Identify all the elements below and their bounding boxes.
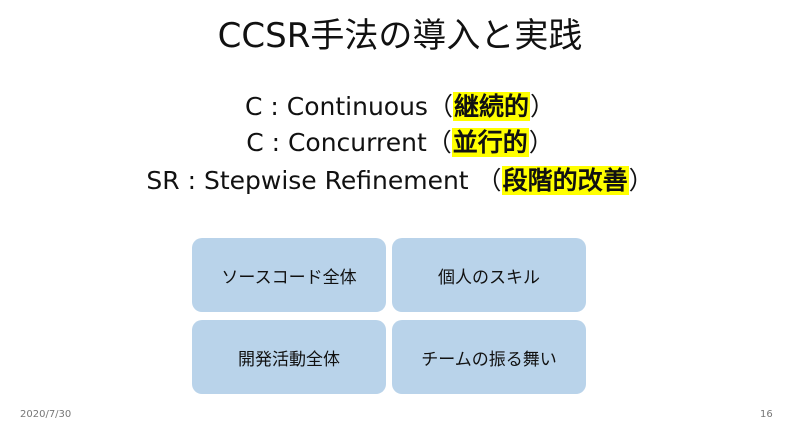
highlighted-meaning: 並行的	[451, 128, 529, 157]
page-number: 16	[760, 409, 773, 420]
highlighted-meaning: 段階的改善	[501, 166, 629, 195]
slide-title: CCSR手法の導入と実践	[217, 16, 583, 56]
definition-term: C : Continuous	[244, 92, 428, 121]
scope-box-source-code: ソースコード全体	[192, 238, 386, 312]
scope-box-development-activity: 開発活動全体	[192, 320, 386, 394]
open-paren: （	[427, 92, 453, 121]
close-paren: ）	[528, 128, 554, 157]
definition-term: C : Concurrent	[246, 128, 427, 157]
footer-date: 2020/7/30	[20, 409, 72, 420]
scope-box-individual-skill: 個人のスキル	[392, 238, 586, 312]
highlighted-meaning: 継続的	[452, 92, 530, 121]
definition-concurrent: C : Concurrent（並行的）	[0, 125, 800, 161]
close-paren: ）	[530, 92, 556, 121]
open-paren: （	[476, 166, 502, 195]
definition-continuous: C : Continuous（継続的）	[0, 89, 800, 125]
scope-box-team-behavior: チームの振る舞い	[392, 320, 586, 394]
definition-term: SR : Stepwise Refinement	[146, 166, 477, 195]
open-paren: （	[426, 128, 452, 157]
definition-stepwise-refinement: SR : Stepwise Refinement （段階的改善）	[0, 163, 800, 199]
close-paren: ）	[628, 166, 654, 195]
